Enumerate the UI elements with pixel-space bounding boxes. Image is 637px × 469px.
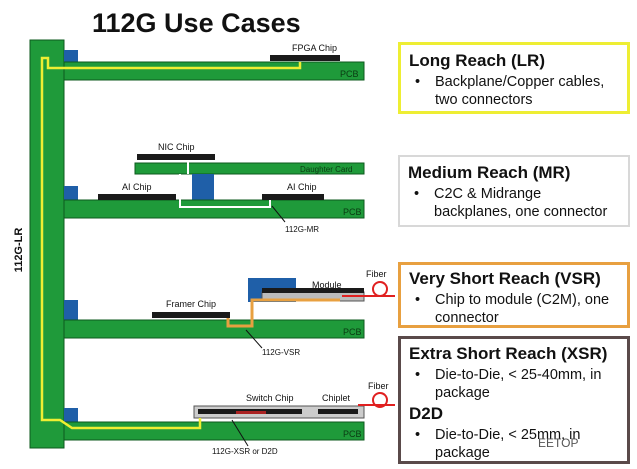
- vsr-arrow: [245, 329, 263, 349]
- bullet-icon: •: [415, 292, 421, 308]
- xsr-fiber-label: Fiber: [368, 381, 389, 391]
- ai-chip-right: [262, 194, 324, 200]
- pcb-mr-label: PCB: [343, 207, 362, 217]
- pcb-mr: [63, 199, 365, 219]
- vsr-bullet: •Chip to module (C2M), one connector: [415, 292, 610, 326]
- bullet-icon: •: [415, 367, 421, 383]
- vsr-heading: Very Short Reach (VSR): [409, 269, 601, 288]
- lr-heading: Long Reach (LR): [409, 51, 545, 70]
- fpga-chip-label: FPGA Chip: [292, 43, 337, 53]
- backplane-label: 112G-LR: [13, 228, 25, 273]
- fpga-chip: [270, 55, 340, 61]
- lr-bullet: •Backplane/Copper cables, two connectors: [415, 74, 605, 108]
- ai-chip-left-label: AI Chip: [122, 182, 152, 192]
- page-title: 112G Use Cases: [92, 8, 301, 38]
- lr-trace: [40, 56, 302, 430]
- d2d-heading: D2D: [409, 404, 444, 423]
- mr-trace: [179, 174, 271, 208]
- pcb-vsr: [63, 319, 365, 339]
- vsr-trace: [226, 298, 340, 328]
- switch-chip-label: Switch Chip: [246, 393, 294, 403]
- pcb-xsr: [63, 421, 365, 441]
- chiplet-label: Chiplet: [322, 393, 351, 403]
- vsr-link-label: 112G-VSR: [262, 348, 300, 357]
- ai-chip-left: [98, 194, 176, 200]
- mr-heading: Medium Reach (MR): [408, 163, 571, 182]
- daughter-card-label: Daughter Card: [300, 165, 352, 174]
- xsr-bullet: •Die-to-Die, < 25-40mm, in package: [415, 367, 602, 401]
- d2d-link: [236, 411, 266, 414]
- module-label: Module: [312, 280, 342, 290]
- bullet-icon: •: [414, 186, 420, 202]
- pcb-vsr-label: PCB: [343, 327, 362, 337]
- watermark: EETOP: [538, 436, 579, 450]
- daughter-card: [134, 162, 365, 175]
- xsr-fiber-icon: [372, 392, 388, 408]
- connector-vsr: [64, 300, 78, 322]
- xsr-arrow: [231, 419, 249, 447]
- chiplet: [318, 409, 358, 414]
- vsr-fiber-label: Fiber: [366, 269, 387, 279]
- pcb-lr-label: PCB: [340, 69, 359, 79]
- mr-link-label: 112G-MR: [285, 225, 319, 234]
- vsr-fiber-icon: [372, 281, 388, 297]
- backplane: [29, 39, 65, 449]
- d2d-bullet: •Die-to-Die, < 25mm, in package: [415, 427, 581, 461]
- framer-chip: [152, 312, 230, 318]
- box-extra-short-reach: Extra Short Reach (XSR) •Die-to-Die, < 2…: [398, 336, 630, 464]
- mr-riser: [192, 174, 214, 200]
- nic-chip: [137, 154, 215, 160]
- mr-bullet: •C2C & Midrange backplanes, one connecto…: [414, 186, 608, 220]
- bullet-icon: •: [415, 74, 421, 90]
- nic-chip-label: NIC Chip: [158, 142, 195, 152]
- ai-chip-right-label: AI Chip: [287, 182, 317, 192]
- box-very-short-reach: Very Short Reach (VSR) •Chip to module (…: [398, 262, 630, 328]
- framer-chip-label: Framer Chip: [166, 299, 216, 309]
- module-chip: [262, 288, 364, 293]
- bullet-icon: •: [415, 427, 421, 443]
- mr-arrow: [271, 205, 286, 223]
- pcb-xsr-label: PCB: [343, 429, 362, 439]
- box-medium-reach: Medium Reach (MR) •C2C & Midrange backpl…: [398, 155, 630, 227]
- xsr-heading: Extra Short Reach (XSR): [409, 344, 608, 363]
- pcb-lr: [63, 61, 365, 81]
- box-long-reach: Long Reach (LR) •Backplane/Copper cables…: [398, 42, 630, 114]
- xsr-link-label: 112G-XSR or D2D: [212, 447, 278, 456]
